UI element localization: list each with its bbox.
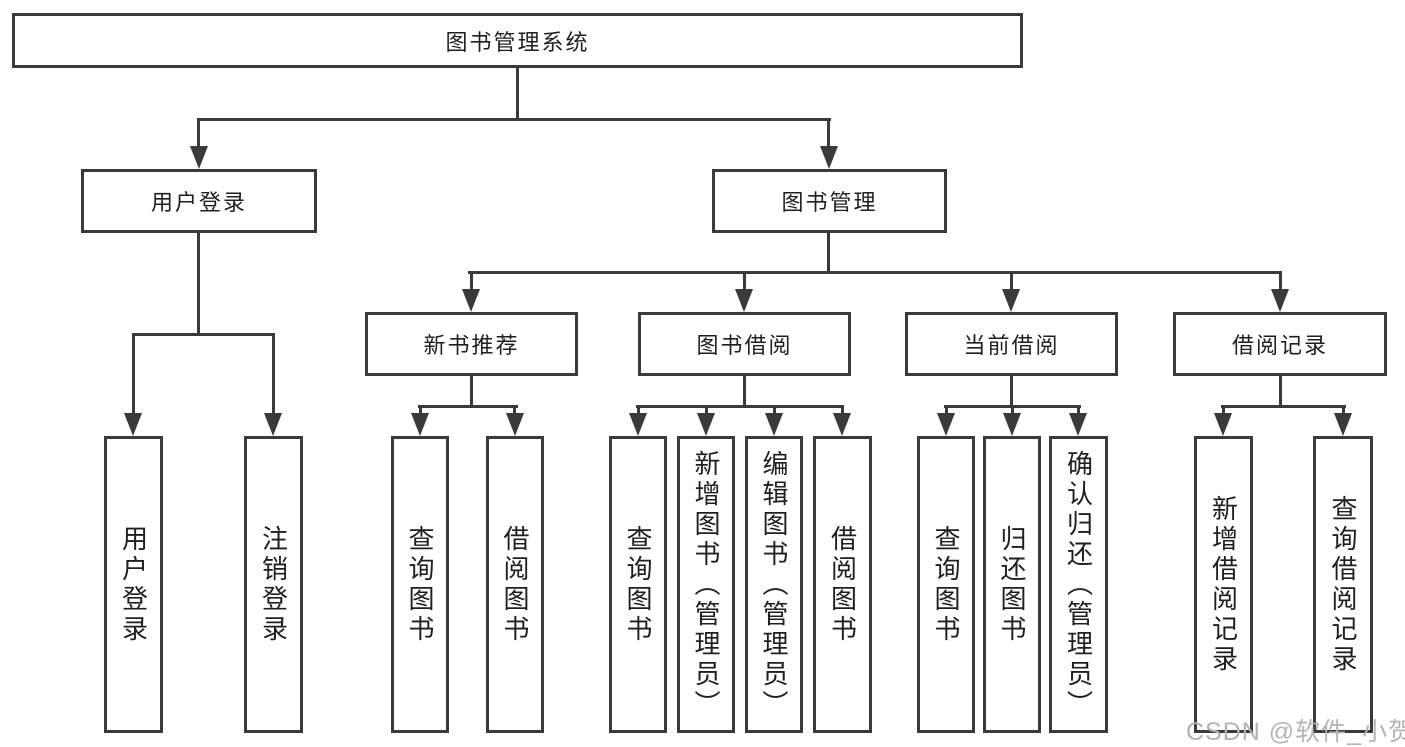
connector-records-stem xyxy=(1279,376,1282,408)
connector-shaft xyxy=(827,118,830,149)
connector-recommend-stem xyxy=(470,376,473,408)
arrowhead-icon xyxy=(462,289,480,312)
connector-shaft xyxy=(1077,405,1080,417)
connector-shaft xyxy=(470,271,473,291)
node-label: 新增借阅记录 xyxy=(1208,494,1239,675)
arrowhead-icon xyxy=(1002,289,1020,312)
connector-records-branch xyxy=(1221,405,1346,408)
connector-borrowing-branch xyxy=(636,405,844,408)
connector-root-branch xyxy=(197,118,831,121)
node-label: 新书推荐 xyxy=(423,333,520,358)
arrowhead-icon xyxy=(833,413,851,436)
leaf-query-borrow-record: 查询借阅记录 xyxy=(1313,436,1373,733)
connector-shaft xyxy=(705,405,708,417)
connector-shaft xyxy=(945,405,948,417)
node-label: 借阅图书 xyxy=(500,524,530,645)
node-label: 图书管理系统 xyxy=(445,29,590,55)
connector-shaft xyxy=(637,405,640,417)
node-borrowing-records: 借阅记录 xyxy=(1173,312,1387,376)
connector-shaft xyxy=(1279,271,1282,291)
node-new-book-recommend: 新书推荐 xyxy=(365,312,578,376)
arrowhead-icon xyxy=(124,413,142,436)
connector-borrowing-stem xyxy=(743,376,746,408)
node-label: 编辑图书（管理员） xyxy=(759,449,789,720)
leaf-borrow-books-recommend: 借阅图书 xyxy=(486,436,544,733)
connector-shaft xyxy=(197,118,200,149)
leaf-edit-books-admin: 编辑图书（管理员） xyxy=(745,436,803,733)
connector-book-mgmt-stem xyxy=(827,232,830,274)
node-label: 注销登录 xyxy=(258,524,289,645)
leaf-user-login: 用户登录 xyxy=(104,436,163,733)
connector-user-login-branch xyxy=(132,333,275,336)
arrowhead-icon xyxy=(411,413,429,436)
arrowhead-icon xyxy=(697,413,715,436)
connector-shaft xyxy=(132,333,135,415)
connector-root-stem xyxy=(516,68,519,120)
connector-shaft xyxy=(1011,405,1014,417)
node-book-borrowing: 图书借阅 xyxy=(638,312,851,376)
connector-current-stem xyxy=(1010,376,1013,408)
node-label: 新增图书（管理员） xyxy=(691,449,721,720)
connector-shaft xyxy=(1342,405,1345,417)
leaf-query-books-current: 查询图书 xyxy=(917,436,975,733)
arrowhead-icon xyxy=(1334,413,1352,436)
arrowhead-icon xyxy=(1271,289,1289,312)
node-book-management: 图书管理 xyxy=(712,169,947,233)
node-label: 查询图书 xyxy=(405,524,435,645)
node-label: 图书管理 xyxy=(781,190,878,215)
connector-recommend-branch xyxy=(418,405,518,408)
node-label: 借阅图书 xyxy=(827,524,858,645)
arrowhead-icon xyxy=(1069,413,1087,436)
node-user-login: 用户登录 xyxy=(81,169,317,233)
connector-user-login-stem xyxy=(197,233,200,336)
arrowhead-icon xyxy=(264,413,282,436)
node-label: 查询借阅记录 xyxy=(1328,494,1358,675)
arrowhead-icon xyxy=(820,146,838,169)
node-label: 归还图书 xyxy=(997,524,1027,645)
arrowhead-icon xyxy=(1214,413,1232,436)
connector-shaft xyxy=(272,333,275,415)
node-library-management-system: 图书管理系统 xyxy=(12,13,1023,68)
leaf-return-books: 归还图书 xyxy=(983,436,1041,733)
leaf-add-borrow-record: 新增借阅记录 xyxy=(1194,436,1253,733)
connector-shaft xyxy=(419,405,422,417)
leaf-borrow-books-borrowing: 借阅图书 xyxy=(813,436,872,733)
leaf-query-books-borrowing: 查询图书 xyxy=(609,436,667,733)
leaf-confirm-return-admin: 确认归还（管理员） xyxy=(1049,436,1108,733)
node-label: 查询图书 xyxy=(931,524,961,645)
connector-book-mgmt-branch xyxy=(468,271,1281,274)
node-label: 用户登录 xyxy=(150,190,247,215)
leaf-logout: 注销登录 xyxy=(244,436,303,733)
node-label: 确认归还（管理员） xyxy=(1063,449,1094,720)
node-label: 借阅记录 xyxy=(1231,333,1328,358)
leaf-add-books-admin: 新增图书（管理员） xyxy=(677,436,735,733)
connector-shaft xyxy=(1010,271,1013,291)
connector-shaft xyxy=(1222,405,1225,417)
node-label: 查询图书 xyxy=(623,524,653,645)
arrowhead-icon xyxy=(735,289,753,312)
arrowhead-icon xyxy=(937,413,955,436)
node-label: 用户登录 xyxy=(118,524,149,645)
node-label: 当前借阅 xyxy=(963,333,1060,358)
connector-shaft xyxy=(773,405,776,417)
leaf-query-books-recommend: 查询图书 xyxy=(391,436,449,733)
connector-shaft xyxy=(513,405,516,417)
connector-shaft xyxy=(743,271,746,291)
arrowhead-icon xyxy=(506,413,524,436)
watermark: CSDN @软件_小贺同学 xyxy=(1186,718,1405,746)
arrowhead-icon xyxy=(629,413,647,436)
node-label: 图书借阅 xyxy=(696,333,793,358)
arrowhead-icon xyxy=(1003,413,1021,436)
connector-shaft xyxy=(841,405,844,417)
arrowhead-icon xyxy=(190,146,208,169)
arrowhead-icon xyxy=(765,413,783,436)
node-current-borrowing: 当前借阅 xyxy=(905,312,1118,376)
